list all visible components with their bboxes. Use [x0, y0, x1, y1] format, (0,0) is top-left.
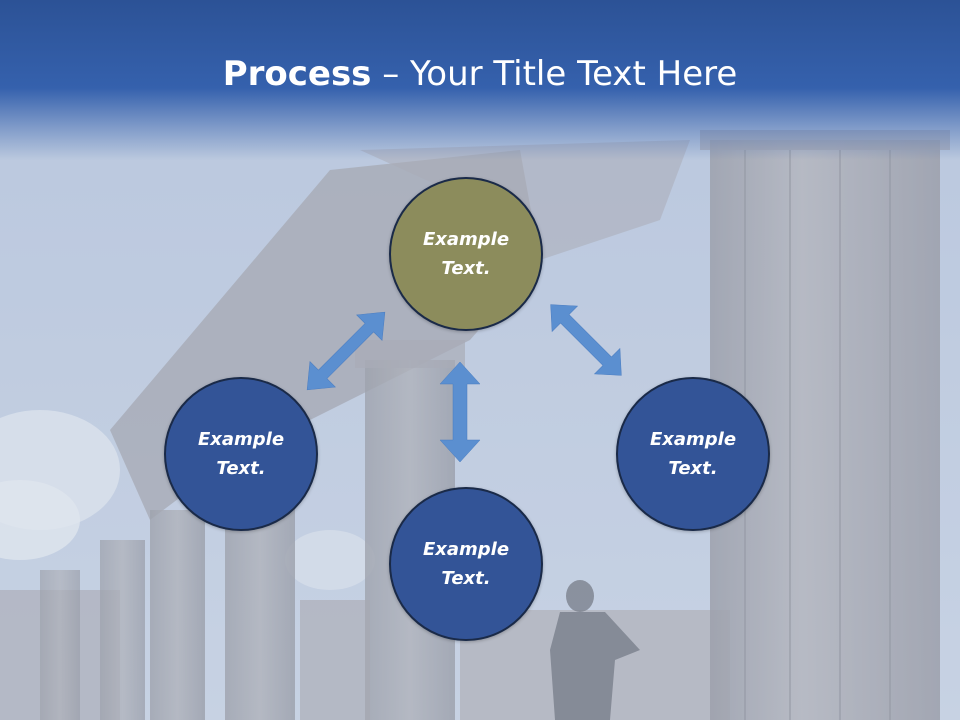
node-label: Example Text. — [422, 229, 510, 279]
process-node-left[interactable]: Example Text. — [164, 377, 318, 531]
title-rest: – Your Title Text Here — [371, 54, 738, 94]
node-label: Example Text. — [422, 539, 510, 589]
node-label: Example Text. — [649, 429, 737, 479]
process-node-top[interactable]: Example Text. — [389, 177, 543, 331]
process-node-bottom[interactable]: Example Text. — [389, 487, 543, 641]
title-bold: Process — [222, 54, 372, 94]
process-node-right[interactable]: Example Text. — [616, 377, 770, 531]
page-title: Process – Your Title Text Here — [0, 52, 960, 96]
node-label: Example Text. — [197, 429, 285, 479]
title-bar — [0, 0, 960, 160]
